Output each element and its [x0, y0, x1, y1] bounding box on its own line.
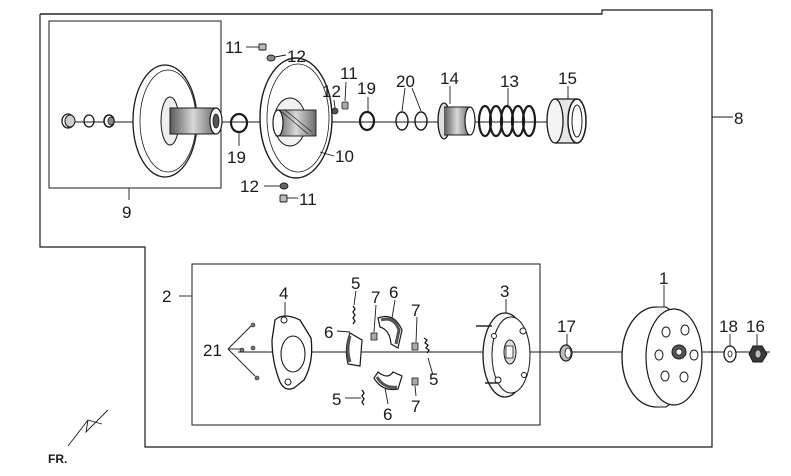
part-7-damper-c	[411, 377, 419, 386]
callout-12-mid: 12	[322, 82, 341, 101]
part-7-damper-b	[411, 342, 419, 351]
callout-11-mid: 11	[340, 64, 358, 83]
callout-13: 13	[500, 72, 519, 91]
part-1-clutch-outer	[621, 306, 703, 408]
part-19-oring-right	[358, 110, 376, 132]
callout-8: 8	[734, 109, 743, 128]
part-3-drive-plate	[476, 312, 531, 398]
part-11-pin-top	[258, 43, 267, 51]
callout-19-left: 19	[227, 148, 246, 167]
assembly-2-box	[191, 263, 541, 426]
callout-21: 21	[203, 341, 222, 360]
callout-10: 10	[335, 147, 354, 166]
part-bushing-c	[103, 114, 115, 128]
orientation-arrow-icon	[67, 409, 109, 447]
callout-7-bottom: 7	[411, 397, 420, 416]
orientation-label: FR.	[48, 452, 67, 466]
callout-11-top: 11	[225, 38, 243, 57]
callout-3: 3	[500, 282, 509, 301]
part-11-pin-mid	[341, 101, 349, 110]
part-6-shoe-top	[377, 315, 403, 349]
callout-12-top: 12	[287, 47, 306, 66]
callout-14: 14	[440, 69, 459, 88]
callout-5-top: 5	[351, 274, 360, 293]
part-12-collar-bottom	[279, 182, 289, 190]
part-17-bushing	[559, 344, 573, 362]
callout-9: 9	[122, 203, 131, 222]
callout-6-bottom: 6	[383, 405, 392, 424]
callout-5-right: 5	[429, 370, 438, 389]
callout-6-left: 6	[324, 323, 333, 342]
part-10-movable-face	[259, 57, 333, 179]
callout-7-top: 7	[371, 288, 380, 307]
part-6-shoe-bottom	[373, 371, 403, 391]
part-bushing-a	[61, 113, 76, 129]
part-18-washer	[723, 345, 737, 363]
callout-18: 18	[719, 317, 738, 336]
part-4-clutch-plate	[271, 315, 313, 390]
callout-5-bottom: 5	[332, 390, 341, 409]
callout-17: 17	[557, 317, 576, 336]
part-bushing-b	[83, 114, 95, 128]
part-11-pin-bottom	[279, 194, 288, 203]
part-12-collar-mid	[331, 107, 339, 115]
callout-1: 1	[659, 269, 668, 288]
leader-lines	[128, 46, 758, 405]
part-14-sleeve	[437, 102, 476, 140]
callout-16: 16	[746, 317, 765, 336]
callout-2: 2	[162, 287, 171, 306]
callout-15: 15	[558, 69, 577, 88]
part-15-spring-seat	[546, 98, 587, 144]
callout-19-right: 19	[357, 79, 376, 98]
part-16-nut	[748, 345, 768, 363]
part-21-clips	[239, 322, 260, 381]
part-6-shoe-left	[345, 332, 363, 367]
callout-11-bottom: 11	[299, 190, 317, 209]
callout-6-top: 6	[389, 283, 398, 302]
part-13-spring	[477, 104, 537, 138]
part-12-collar-top	[266, 54, 276, 62]
part-5-spring-top	[352, 305, 356, 325]
part-7-damper-a	[370, 332, 378, 341]
part-5-spring-right	[423, 337, 430, 354]
callout-20: 20	[396, 72, 415, 91]
part-9-fixed-face	[132, 64, 223, 178]
part-20-orings	[395, 111, 428, 131]
callout-4: 4	[279, 284, 288, 303]
part-19-oring-left	[229, 112, 249, 134]
callout-12-bottom: 12	[240, 177, 259, 196]
assembly-8-outline	[39, 9, 713, 448]
part-5-spring-bottom	[361, 389, 365, 406]
assembly-9-box	[48, 20, 222, 189]
callout-7-right: 7	[411, 301, 420, 320]
